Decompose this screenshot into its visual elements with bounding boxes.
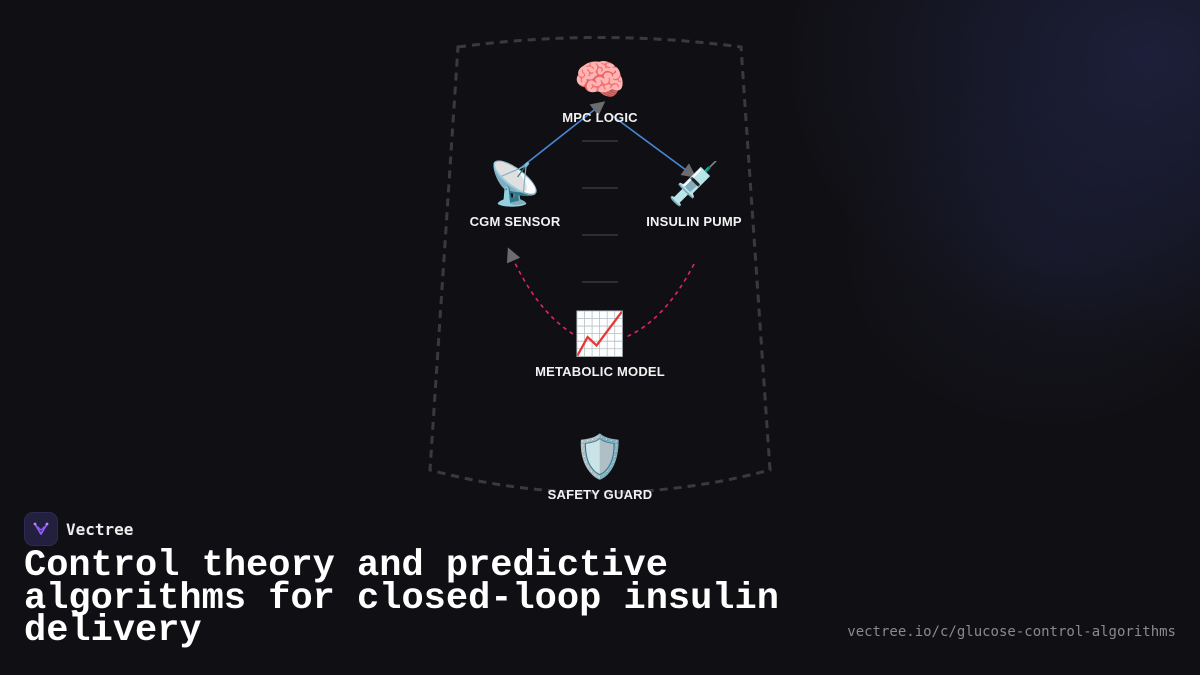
page-url[interactable]: vectree.io/c/glucose-control-algorithms xyxy=(847,624,1176,640)
node-label: MPC LOGIC xyxy=(562,110,638,125)
brand-name: Vectree xyxy=(66,519,134,539)
node-mpc-logic: 🧠 MPC LOGIC xyxy=(500,55,700,125)
node-cgm-sensor: 📡 CGM SENSOR xyxy=(415,159,615,229)
edge-cgm-to-mpc xyxy=(517,101,606,171)
syringe-icon: 💉 xyxy=(667,159,721,208)
shield-icon: 🛡️ xyxy=(573,432,627,481)
chart-increasing-icon: 📈 xyxy=(573,309,627,358)
vectree-logo-icon xyxy=(24,512,58,546)
edge-model-to-cgm xyxy=(506,247,574,335)
system-boundary xyxy=(428,36,772,494)
node-metabolic-model: 📈 METABOLIC MODEL xyxy=(500,309,700,379)
brain-icon: 🧠 xyxy=(573,55,627,104)
edge-pump-to-model xyxy=(625,263,695,338)
node-safety-guard: 🛡️ SAFETY GUARD xyxy=(500,432,700,502)
node-label: SAFETY GUARD xyxy=(547,487,653,502)
edge-mpc-to-pump xyxy=(609,113,697,178)
node-label: INSULIN PUMP xyxy=(646,214,742,229)
node-label: METABOLIC MODEL xyxy=(535,364,665,379)
node-label: CGM SENSOR xyxy=(469,214,561,229)
page-title: Control theory and predictive algorithms… xyxy=(24,545,779,652)
brand[interactable]: Vectree xyxy=(24,512,133,546)
node-insulin-pump: 💉 INSULIN PUMP xyxy=(594,159,794,229)
satellite-antenna-icon: 📡 xyxy=(488,159,542,208)
